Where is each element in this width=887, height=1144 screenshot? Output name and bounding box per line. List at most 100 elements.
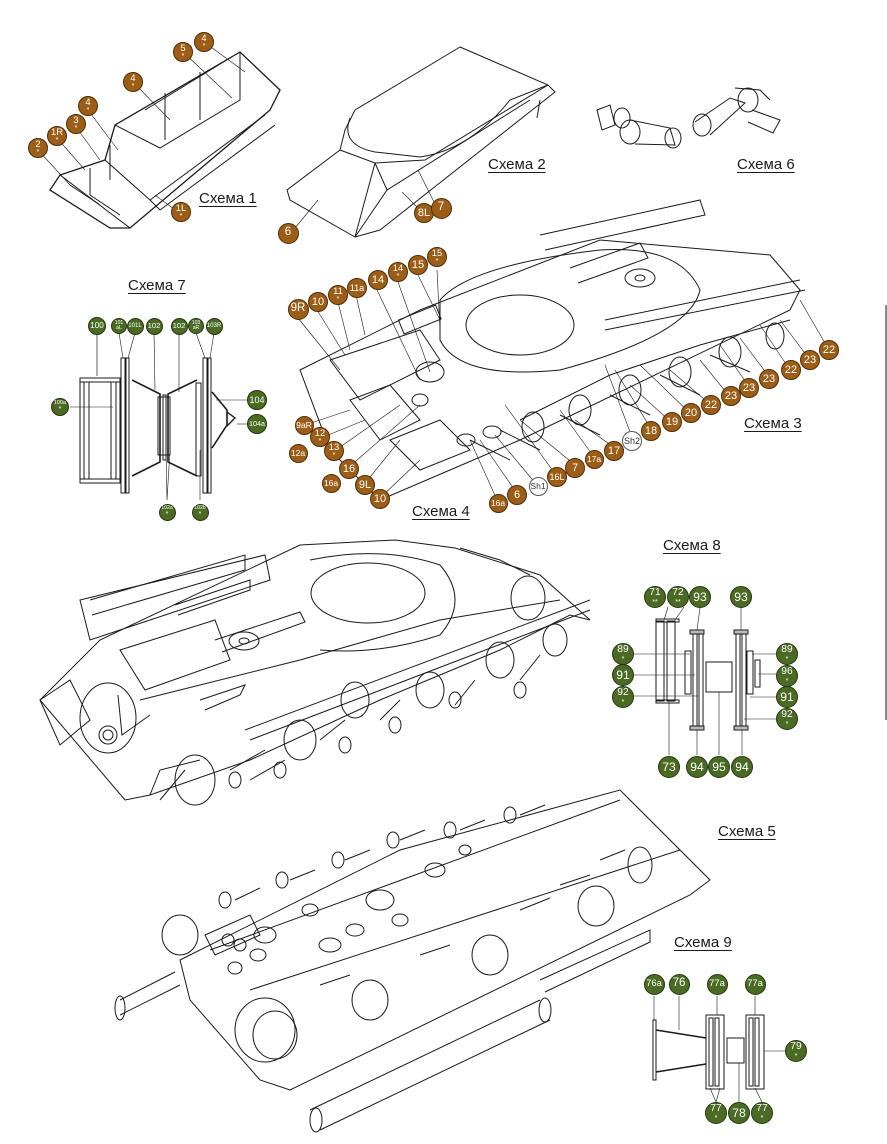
part-mark: * (396, 273, 400, 281)
part-mark: * (760, 1114, 764, 1122)
part-badge-scheme2-6: 6 (277, 222, 299, 244)
part-number: 7 (437, 201, 445, 214)
part-number: 77 (710, 1103, 722, 1115)
scheme-6-title: Схема 6 (737, 156, 795, 173)
part-number: 102 (147, 321, 161, 331)
part-badge-scheme9-77: 77* (705, 1102, 727, 1124)
scheme5-drawing (115, 790, 710, 1132)
part-badge-scheme3_4-16L: 16L (547, 467, 567, 487)
part-mark: * (332, 452, 336, 460)
part-mark: * (74, 125, 78, 133)
part-number: 93 (693, 589, 707, 604)
part-badge-scheme8-71: 71** (644, 586, 666, 608)
part-badge-scheme3_4-15: 15* (427, 247, 447, 267)
part-number: 93 (734, 589, 748, 604)
part-badge-scheme8-92: 92* (612, 686, 634, 708)
part-number: 100 (90, 320, 104, 330)
part-number: 6 (284, 226, 292, 239)
part-mark: ** (675, 598, 681, 606)
part-number: 1R (51, 126, 63, 137)
part-badge-scheme3_4-23: 23 (721, 386, 741, 406)
part-badge-scheme3_4-Sh1: Sh1 (528, 476, 548, 496)
scheme-3-title: Схема 3 (744, 415, 802, 432)
part-badge-scheme8-89: 89* (612, 643, 634, 665)
part-number: 12a (290, 447, 306, 458)
part-badge-scheme7-101L: 101L (126, 317, 144, 335)
part-mark: * (165, 511, 169, 519)
part-badge-scheme1-2: 2* (28, 138, 48, 158)
part-number: 91 (780, 689, 794, 704)
part-number: 9L (358, 478, 372, 491)
part-badge-scheme7-102a: 102a* (158, 503, 176, 521)
part-mark: * (202, 43, 206, 51)
part-badge-scheme8-72: 72** (667, 586, 689, 608)
part-number: 22 (704, 398, 718, 411)
scheme8-drawing (634, 607, 776, 755)
part-number: 6 (513, 488, 521, 501)
part-badge-scheme3_4-10: 10 (370, 489, 390, 509)
part-badge-scheme9-77a: 77a (706, 973, 728, 995)
part-number: 102b (194, 504, 206, 511)
scrollbar[interactable] (885, 305, 887, 720)
part-badge-scheme9-78: 78 (728, 1102, 750, 1124)
part-badge-scheme3_4-12: 12* (310, 427, 330, 447)
part-badge-scheme1-1L: 1L* (171, 202, 191, 222)
part-mark: * (435, 258, 439, 266)
part-number: 19 (665, 415, 679, 428)
part-badge-scheme1-5: 5* (173, 42, 193, 62)
scheme-5-title: Схема 5 (718, 823, 776, 840)
part-number: 11a (349, 282, 365, 293)
scheme-1-title: Схема 1 (199, 190, 257, 207)
part-number: 12 (314, 427, 326, 438)
part-number: 89 (617, 644, 629, 656)
part-badge-scheme3_4-22: 22 (781, 360, 801, 380)
part-number: 4 (201, 32, 207, 43)
part-number: Sh1 (530, 480, 546, 491)
part-number: 23 (803, 353, 817, 366)
part-number: 23 (724, 389, 738, 402)
part-badge-scheme3_4-23: 23 (739, 378, 759, 398)
part-number: 16a (490, 497, 506, 508)
part-number: 95 (712, 759, 726, 774)
part-number: 76 (672, 977, 686, 990)
part-mark: * (318, 438, 322, 446)
part-number: 101L (128, 321, 142, 329)
part-mark: * (179, 213, 183, 221)
part-number: 72 (672, 587, 684, 599)
part-badge-scheme8-91: 91 (776, 686, 798, 708)
part-mark: * (336, 296, 340, 304)
part-badge-scheme3_4-13: 13* (324, 441, 344, 461)
part-badge-scheme8-94: 94 (731, 756, 753, 778)
part-number: 77a (747, 978, 763, 990)
part-number: 79 (790, 1041, 802, 1053)
part-number: 22 (822, 343, 836, 356)
part-mark: * (36, 149, 40, 157)
part-badge-scheme3_4-10: 10 (308, 292, 328, 312)
part-number: 15 (431, 247, 443, 258)
part-badge-scheme3_4-14: 14* (388, 262, 408, 282)
part-badge-scheme3_4-12a: 12a (288, 443, 308, 463)
part-badge-scheme8-89: 89* (776, 643, 798, 665)
scheme-9-title: Схема 9 (674, 934, 732, 951)
part-number: 14 (392, 262, 404, 273)
part-badge-scheme7-102b: 102b* (191, 503, 209, 521)
part-badge-scheme9-76: 76 (668, 973, 690, 995)
part-mark: * (55, 137, 59, 145)
part-badge-scheme9-76a: 76a (643, 973, 665, 995)
part-number: 71 (649, 587, 661, 599)
part-number: 7 (571, 461, 579, 474)
part-badge-scheme3_4-22: 22 (819, 340, 839, 360)
part-badge-scheme3_4-11a: 11a (347, 278, 367, 298)
part-mark: * (181, 53, 185, 61)
part-badge-scheme3_4-16: 16 (339, 459, 359, 479)
part-badge-scheme3_4-7: 7 (565, 458, 585, 478)
part-mark: ** (652, 598, 658, 606)
part-number: 94 (690, 759, 704, 774)
scheme1-drawing (38, 42, 280, 228)
scheme9-drawing (653, 996, 785, 1102)
part-badge-scheme1-3: 3* (66, 114, 86, 134)
scheme-4-title: Схема 4 (412, 503, 470, 520)
part-mark: * (621, 655, 625, 663)
part-badge-scheme3_4-6: 6 (507, 485, 527, 505)
part-number: 78 (732, 1105, 746, 1120)
